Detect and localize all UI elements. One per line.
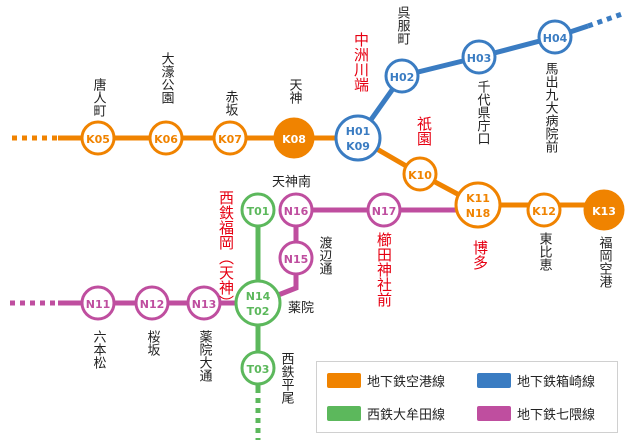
legend: 地下鉄空港線 地下鉄箱崎線 西鉄大牟田線 地下鉄七隈線 bbox=[316, 361, 618, 433]
station-label-n13: 薬院大通 bbox=[197, 330, 213, 382]
station-label-k07: 赤坂 bbox=[223, 90, 239, 116]
station-label-k13: 福岡空港 bbox=[597, 236, 613, 288]
station-code-k06: K06 bbox=[154, 133, 178, 146]
station-marker-t01 bbox=[240, 192, 276, 228]
station-code-h02: H02 bbox=[390, 71, 415, 84]
station-label-k11: 博多 bbox=[471, 240, 489, 270]
station-code-k07: K07 bbox=[218, 133, 242, 146]
station-code-t03: T03 bbox=[247, 363, 270, 376]
station-label-n17: 櫛田神社前 bbox=[375, 231, 393, 308]
station-label-n16: 天神南 bbox=[272, 174, 311, 190]
station-label-k08: 天神 bbox=[287, 78, 303, 104]
station-marker-k10 bbox=[402, 156, 438, 192]
station-marker-n15 bbox=[278, 240, 314, 276]
station-label-h04: 馬出九大病院前 bbox=[543, 62, 559, 153]
station-marker-k08 bbox=[273, 117, 315, 159]
station-marker-k13 bbox=[583, 189, 625, 231]
station-marker-n11 bbox=[80, 285, 116, 321]
legend-nanakuma: 地下鉄七隈線 bbox=[477, 404, 595, 423]
station-code-n17: N17 bbox=[372, 205, 397, 218]
station-label-k06: 大濠公園 bbox=[159, 52, 175, 104]
station-label-k05: 唐人町 bbox=[91, 77, 107, 117]
legend-swatch-airport bbox=[327, 373, 361, 388]
station-marker-k11 bbox=[454, 181, 502, 229]
legend-label-hakozaki: 地下鉄箱崎線 bbox=[517, 375, 596, 390]
station-code-h03: H03 bbox=[467, 52, 492, 65]
station-marker-h03 bbox=[461, 39, 497, 75]
station-code-k12: K12 bbox=[532, 205, 556, 218]
station-label-h02: 呉服町 bbox=[395, 6, 411, 45]
station-code-k13: K13 bbox=[592, 205, 616, 218]
station-marker-n14 bbox=[234, 279, 282, 327]
station-label-n14: 薬院 bbox=[288, 301, 314, 316]
legend-swatch-hakozaki bbox=[477, 373, 511, 388]
station-code-n14b: T02 bbox=[247, 305, 270, 318]
station-label-t03: 西鉄平尾 bbox=[279, 352, 295, 405]
station-code-n15: N15 bbox=[284, 253, 309, 266]
station-label-n11: 六本松 bbox=[91, 330, 107, 369]
station-marker-k05 bbox=[80, 120, 116, 156]
station-code-k11b: N18 bbox=[466, 207, 491, 220]
legend-airport: 地下鉄空港線 bbox=[327, 371, 445, 390]
station-label-h03: 千代県庁口 bbox=[475, 80, 491, 145]
station-code-n14a: N14 bbox=[246, 290, 271, 303]
station-code-k10: K10 bbox=[408, 169, 432, 182]
legend-label-airport: 地下鉄空港線 bbox=[367, 375, 446, 390]
legend-label-omuta: 西鉄大牟田線 bbox=[367, 408, 446, 423]
station-marker-k06 bbox=[148, 120, 184, 156]
station-marker-k12 bbox=[526, 192, 562, 228]
station-label-n15: 渡辺通 bbox=[317, 235, 333, 275]
legend-swatch-nanakuma bbox=[477, 406, 511, 421]
station-marker-h04 bbox=[537, 19, 573, 55]
station-marker-k09 bbox=[334, 114, 382, 162]
station-code-k05: K05 bbox=[86, 133, 110, 146]
station-code-k08: K08 bbox=[282, 133, 306, 146]
station-marker-t03 bbox=[240, 350, 276, 386]
station-code-h04: H04 bbox=[543, 32, 568, 45]
legend-omuta: 西鉄大牟田線 bbox=[327, 404, 445, 423]
station-code-k11a: K11 bbox=[466, 192, 490, 205]
station-marker-k07 bbox=[212, 120, 248, 156]
station-label-k09: 中洲川端 bbox=[352, 32, 370, 92]
station-code-n16: N16 bbox=[284, 205, 309, 218]
station-label-k10: 祇園 bbox=[415, 116, 433, 146]
station-code-t01: T01 bbox=[247, 205, 270, 218]
station-code-n13: N13 bbox=[192, 298, 217, 311]
station-code-n12: N12 bbox=[140, 298, 165, 311]
station-label-n12: 桜坂 bbox=[145, 330, 161, 356]
station-label-t01: 西鉄福岡（天神） bbox=[217, 190, 235, 310]
station-code-n11: N11 bbox=[86, 298, 111, 311]
station-marker-h02 bbox=[384, 58, 420, 94]
station-label-k12: 東比恵 bbox=[537, 231, 553, 271]
station-marker-n13 bbox=[186, 285, 222, 321]
station-marker-n16 bbox=[278, 192, 314, 228]
station-marker-n12 bbox=[134, 285, 170, 321]
station-code-k09a: H01 bbox=[346, 125, 371, 138]
station-code-k09b: K09 bbox=[346, 140, 370, 153]
legend-swatch-omuta bbox=[327, 406, 361, 421]
legend-hakozaki: 地下鉄箱崎線 bbox=[477, 371, 595, 390]
legend-label-nanakuma: 地下鉄七隈線 bbox=[517, 408, 596, 423]
station-marker-n17 bbox=[366, 192, 402, 228]
